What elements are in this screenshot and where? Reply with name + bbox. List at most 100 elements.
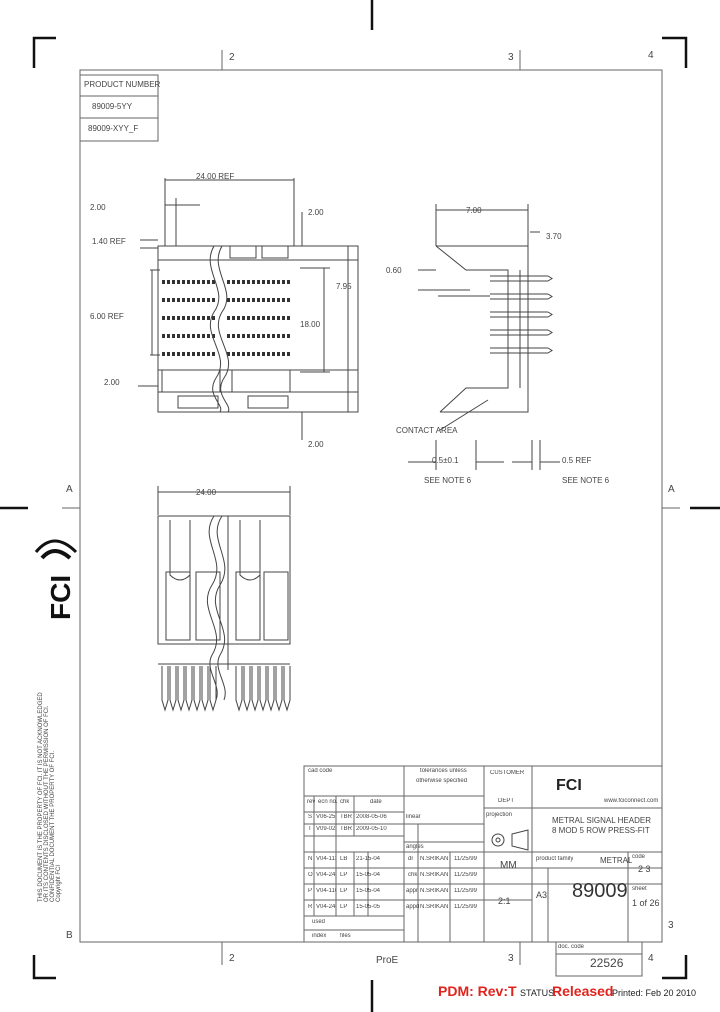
pin-dot xyxy=(262,280,265,284)
bottom-pin xyxy=(169,666,177,712)
pin-dot xyxy=(262,298,265,302)
sign-date: 11/25/99 xyxy=(454,904,477,910)
dim-label: 2.00 xyxy=(90,203,106,212)
pin-dot xyxy=(162,334,165,338)
linear-label: linear xyxy=(406,814,421,820)
pin-dot xyxy=(257,298,260,302)
pin-dot xyxy=(282,298,285,302)
rev-header: rev xyxy=(307,799,316,805)
angles-label: angles xyxy=(406,844,424,850)
pin-dot xyxy=(192,352,195,356)
pin-dot xyxy=(202,298,205,302)
bottom-pin xyxy=(243,666,251,712)
bottom-pin xyxy=(267,666,275,712)
history-row-cell: 21-15-04 xyxy=(356,856,381,862)
dim-label: 24.00 xyxy=(196,488,217,497)
pin-dot xyxy=(232,298,235,302)
product-family-label: product family xyxy=(536,856,574,862)
dim-label: 7.95 xyxy=(336,282,352,291)
contact-area-label: CONTACT AREA xyxy=(396,426,458,435)
pin-dot xyxy=(272,298,275,302)
svg-text:FCI: FCI xyxy=(45,575,76,620)
pin-dot xyxy=(202,316,205,320)
history-row-cell: LB xyxy=(340,856,348,862)
pin-dot xyxy=(172,280,175,284)
zone-top-2: 2 xyxy=(229,52,235,63)
pin-dot xyxy=(262,316,265,320)
sign-label: appd xyxy=(406,904,420,910)
pin-dot xyxy=(287,298,290,302)
bottom-pin xyxy=(161,666,169,712)
zone-top-3: 3 xyxy=(508,52,514,63)
pin-dot xyxy=(272,334,275,338)
sheet-label: sheet xyxy=(632,886,647,892)
cad-code-label: cad code xyxy=(308,768,333,774)
history-row-cell: 15-05-04 xyxy=(356,888,381,894)
sign-name: N.SRIKANTH xyxy=(420,872,450,878)
pin-dot xyxy=(232,334,235,338)
pin-dot xyxy=(192,316,195,320)
history-row-cell: V04-1132 xyxy=(316,856,336,862)
pin-dot xyxy=(267,280,270,284)
tolerance-line: otherwise specified xyxy=(416,778,468,784)
part-box-row1: 89009-5YY xyxy=(92,102,133,111)
pin-dot xyxy=(177,298,180,302)
pin-dot xyxy=(212,334,215,338)
doc-code-label: doc. code xyxy=(558,944,585,950)
pin-dot xyxy=(202,280,205,284)
pin-dot xyxy=(177,352,180,356)
pin-dot xyxy=(212,298,215,302)
pin-dot xyxy=(177,316,180,320)
pin-dot xyxy=(252,352,255,356)
rev-row-cell: S xyxy=(308,814,313,820)
pin-dot xyxy=(252,298,255,302)
pin-dot xyxy=(167,298,170,302)
pin-dot xyxy=(247,334,250,338)
history-row-cell: 15-05-05 xyxy=(356,904,381,910)
pin-dot xyxy=(177,334,180,338)
pin-dot xyxy=(197,316,200,320)
dim-label: 0.5 REF xyxy=(562,456,592,465)
zone-left-b: B xyxy=(66,930,73,941)
dim-label: 2.00 xyxy=(308,440,324,449)
pin-dot xyxy=(227,280,230,284)
history-row-cell: P xyxy=(308,888,313,894)
pin-dot xyxy=(247,298,250,302)
pin-dot xyxy=(207,334,210,338)
customer-label: CUSTOMER xyxy=(490,770,525,776)
bottom-label: files xyxy=(340,933,351,939)
sign-label: appr xyxy=(406,888,419,894)
bottom-pin xyxy=(177,666,185,712)
pin-dot xyxy=(187,316,190,320)
history-row-cell: LP xyxy=(340,872,348,878)
pin-dot xyxy=(267,334,270,338)
part-box-header: PRODUCT NUMBER xyxy=(84,80,161,89)
pin-dot xyxy=(252,316,255,320)
code-label: code xyxy=(632,854,646,860)
rev-row-cell: TBR xyxy=(340,826,352,832)
pin-dot xyxy=(162,298,165,302)
bottom-pin xyxy=(283,666,291,712)
pin-dot xyxy=(192,280,195,284)
history-row-cell: R xyxy=(308,904,313,910)
zone-bottom-4: 4 xyxy=(648,953,654,964)
pin-dot xyxy=(162,280,165,284)
pin-dot xyxy=(242,316,245,320)
pin-dot xyxy=(257,334,260,338)
pin-dot xyxy=(162,352,165,356)
pin-dot xyxy=(287,334,290,338)
pin-dot xyxy=(197,352,200,356)
pin-dot xyxy=(237,298,240,302)
pin-dot xyxy=(282,334,285,338)
pin-dot xyxy=(187,352,190,356)
pin-dot xyxy=(272,352,275,356)
pin-dot xyxy=(197,280,200,284)
side-pin xyxy=(490,293,553,300)
bottom-pin xyxy=(193,666,201,712)
side-pin xyxy=(490,311,553,318)
pin-dot xyxy=(227,316,230,320)
pin-dot xyxy=(202,334,205,338)
rev-row-cell: T xyxy=(308,826,312,832)
pin-dot xyxy=(227,298,230,302)
